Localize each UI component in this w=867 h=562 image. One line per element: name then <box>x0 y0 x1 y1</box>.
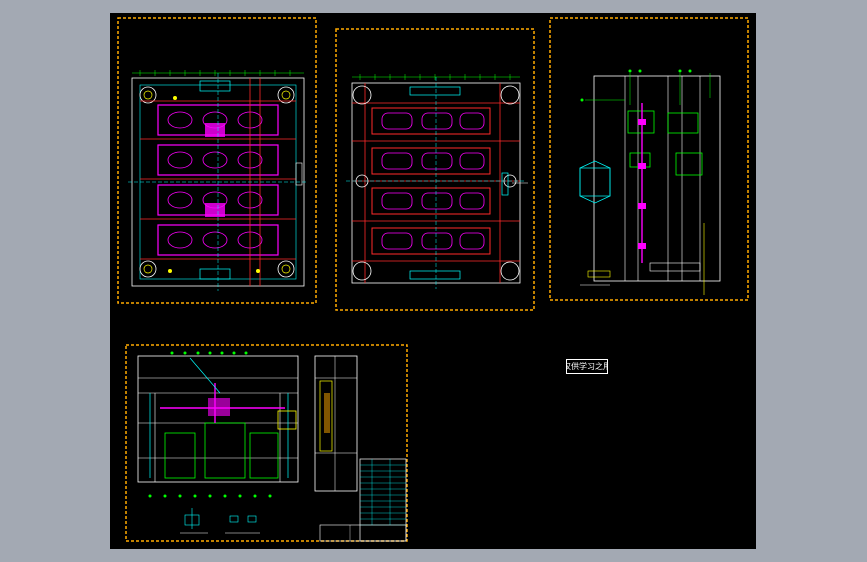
sheet-4[interactable] <box>125 344 408 542</box>
sheet-4-callouts <box>148 351 272 498</box>
sheet-3-border <box>549 17 749 301</box>
sheet-4-title-block <box>319 458 407 542</box>
cad-drawing-canvas[interactable]: 仅供学习之用 <box>110 13 756 549</box>
sheet-2-border <box>335 28 535 311</box>
sheet-1-dim-ticks <box>139 70 291 76</box>
sheet-3[interactable] <box>549 17 749 301</box>
sheet-2-cavity-rows <box>371 107 491 255</box>
sheet-2[interactable] <box>335 28 535 311</box>
sheet-4-side-view <box>314 355 358 492</box>
sheet-1[interactable] <box>117 17 317 304</box>
sheet-4-main-view <box>137 355 299 483</box>
sheet-3-mold-outline <box>593 75 721 282</box>
sheet-1-border <box>117 17 317 304</box>
sheet-4-border <box>125 344 408 542</box>
cad-drawing-svg <box>117 17 749 542</box>
stamp-label: 仅供学习之用 <box>566 359 608 374</box>
sheet-1-guide-pillars <box>139 86 295 278</box>
